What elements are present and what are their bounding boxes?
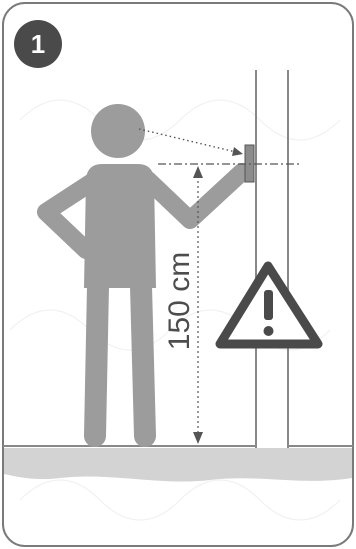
line-of-sight <box>139 129 243 156</box>
step-number-badge: 1 <box>14 20 62 68</box>
warning-triangle-icon <box>220 266 318 344</box>
person-figure <box>46 104 242 436</box>
height-label: 150 cm <box>163 252 197 350</box>
ground <box>4 448 352 482</box>
